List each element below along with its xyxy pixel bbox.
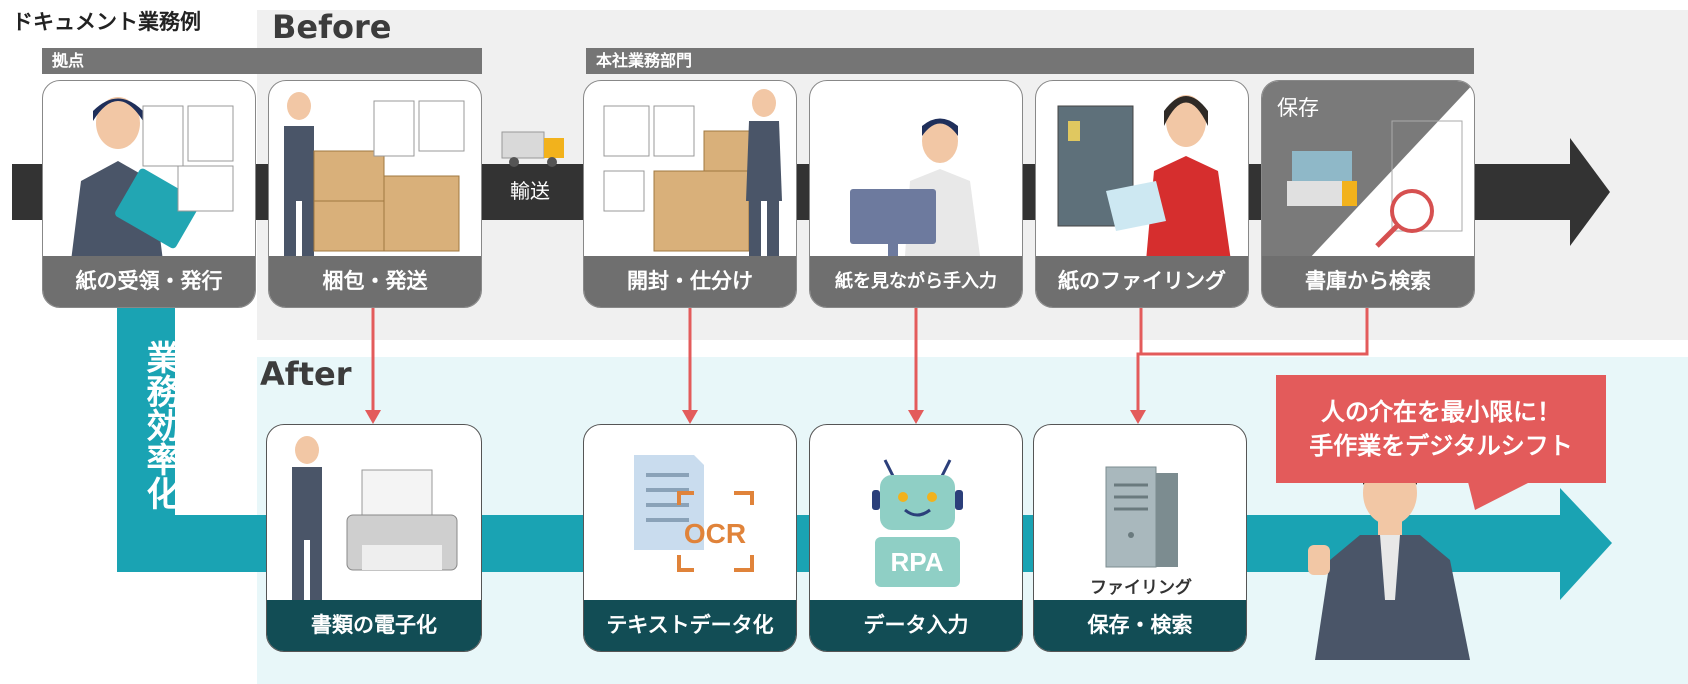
after-step-digitize: 書類の電子化 <box>266 424 482 652</box>
before-step-search-archive: 書庫から検索 <box>1261 80 1475 308</box>
hq-group-bar: 本社業務部門 <box>586 48 1474 74</box>
archive-search-illustration <box>1262 81 1474 307</box>
boxes-illustration <box>284 92 465 256</box>
rpa-text: RPA <box>891 547 944 577</box>
step-label: 書庫から検索 <box>1262 256 1474 307</box>
step-label: 紙のファイリング <box>1036 256 1248 307</box>
callout-line-2: 手作業をデジタルシフト <box>1309 432 1573 460</box>
step-label: データ入力 <box>810 600 1022 651</box>
transport-label: 輸送 <box>510 179 550 203</box>
after-step-store-search: ファイリング 保存・検索 <box>1033 424 1247 652</box>
step-label: 紙の受領・発行 <box>43 256 255 307</box>
step-label: 保存・検索 <box>1034 600 1246 651</box>
robot-icon: RPA <box>872 459 963 587</box>
step-label: 書類の電子化 <box>267 600 481 651</box>
page-title: ドキュメント業務例 <box>12 10 201 34</box>
step-label: テキストデータ化 <box>584 600 796 651</box>
before-band-arrowhead <box>1570 138 1610 246</box>
truck-icon <box>501 131 564 167</box>
ocr-text: OCR <box>684 518 746 549</box>
before-step-open-sort: 開封・仕分け <box>583 80 797 308</box>
after-step-rpa: RPA データ入力 <box>809 424 1023 652</box>
storage-label: 保存 <box>1277 96 1319 120</box>
before-step-pack-ship: 梱包・発送 <box>268 80 482 308</box>
efficiency-label: 業務効率化 <box>140 340 180 510</box>
scanner-illustration <box>292 436 458 600</box>
filing-text: ファイリング <box>1090 577 1192 597</box>
callout-tail <box>1468 482 1530 510</box>
site-group-bar: 拠点 <box>42 48 482 74</box>
before-step-manual-input: 紙を見ながら手入力 <box>809 80 1023 308</box>
woman-filing-illustration <box>1057 95 1231 261</box>
man-at-computer-illustration <box>850 118 980 259</box>
woman-with-documents-illustration <box>71 97 234 261</box>
before-step-filing: 紙のファイリング <box>1035 80 1249 308</box>
after-label: After <box>260 355 352 393</box>
after-step-ocr: OCR テキストデータ化 <box>583 424 797 652</box>
step-label: 開封・仕分け <box>584 256 796 307</box>
before-label: Before <box>272 8 392 46</box>
after-band-arrowhead <box>1560 488 1612 600</box>
step-label: 紙を見ながら手入力 <box>810 256 1022 307</box>
step-label: 梱包・発送 <box>269 256 481 307</box>
callout-message: 人の介在を最小限に！ 手作業をデジタルシフト <box>1276 375 1606 483</box>
sorting-illustration <box>603 89 782 256</box>
before-step-receive-issue: 紙の受領・発行 <box>42 80 256 308</box>
server-icon: ファイリング <box>1090 466 1192 597</box>
ocr-icon: OCR <box>634 455 754 572</box>
callout-line-1: 人の介在を最小限に！ <box>1321 398 1561 426</box>
